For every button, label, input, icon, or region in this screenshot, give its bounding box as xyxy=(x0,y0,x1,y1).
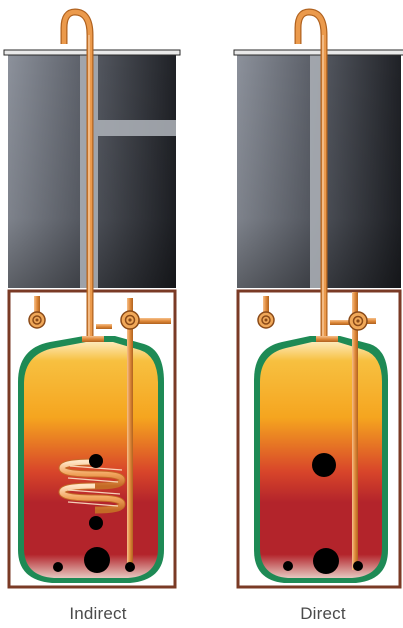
direct-vent-pipe xyxy=(294,8,350,342)
direct-system xyxy=(233,8,403,589)
direct-right-valve-icon xyxy=(348,311,368,331)
direct-bottom-port-left xyxy=(283,561,293,571)
direct-left-valve-icon xyxy=(257,311,275,329)
indirect-right-valve-icon xyxy=(120,310,140,330)
indirect-label: Indirect xyxy=(69,604,127,623)
direct-cold-water-tank xyxy=(233,49,403,288)
indirect-heating-coil xyxy=(58,454,126,530)
direct-upper-port xyxy=(312,453,336,477)
indirect-bottom-port-right xyxy=(125,562,135,572)
indirect-system xyxy=(3,8,181,589)
indirect-bottom-port-left xyxy=(53,562,63,572)
indirect-feed-pipe xyxy=(127,298,171,570)
direct-bottom-port-right xyxy=(353,561,363,571)
indirect-vent-pipe xyxy=(60,8,112,342)
indirect-bottom-port-main xyxy=(84,547,110,573)
direct-bottom-port-main xyxy=(313,548,339,574)
direct-label: Direct xyxy=(300,604,346,623)
indirect-left-valve-icon xyxy=(28,311,46,329)
